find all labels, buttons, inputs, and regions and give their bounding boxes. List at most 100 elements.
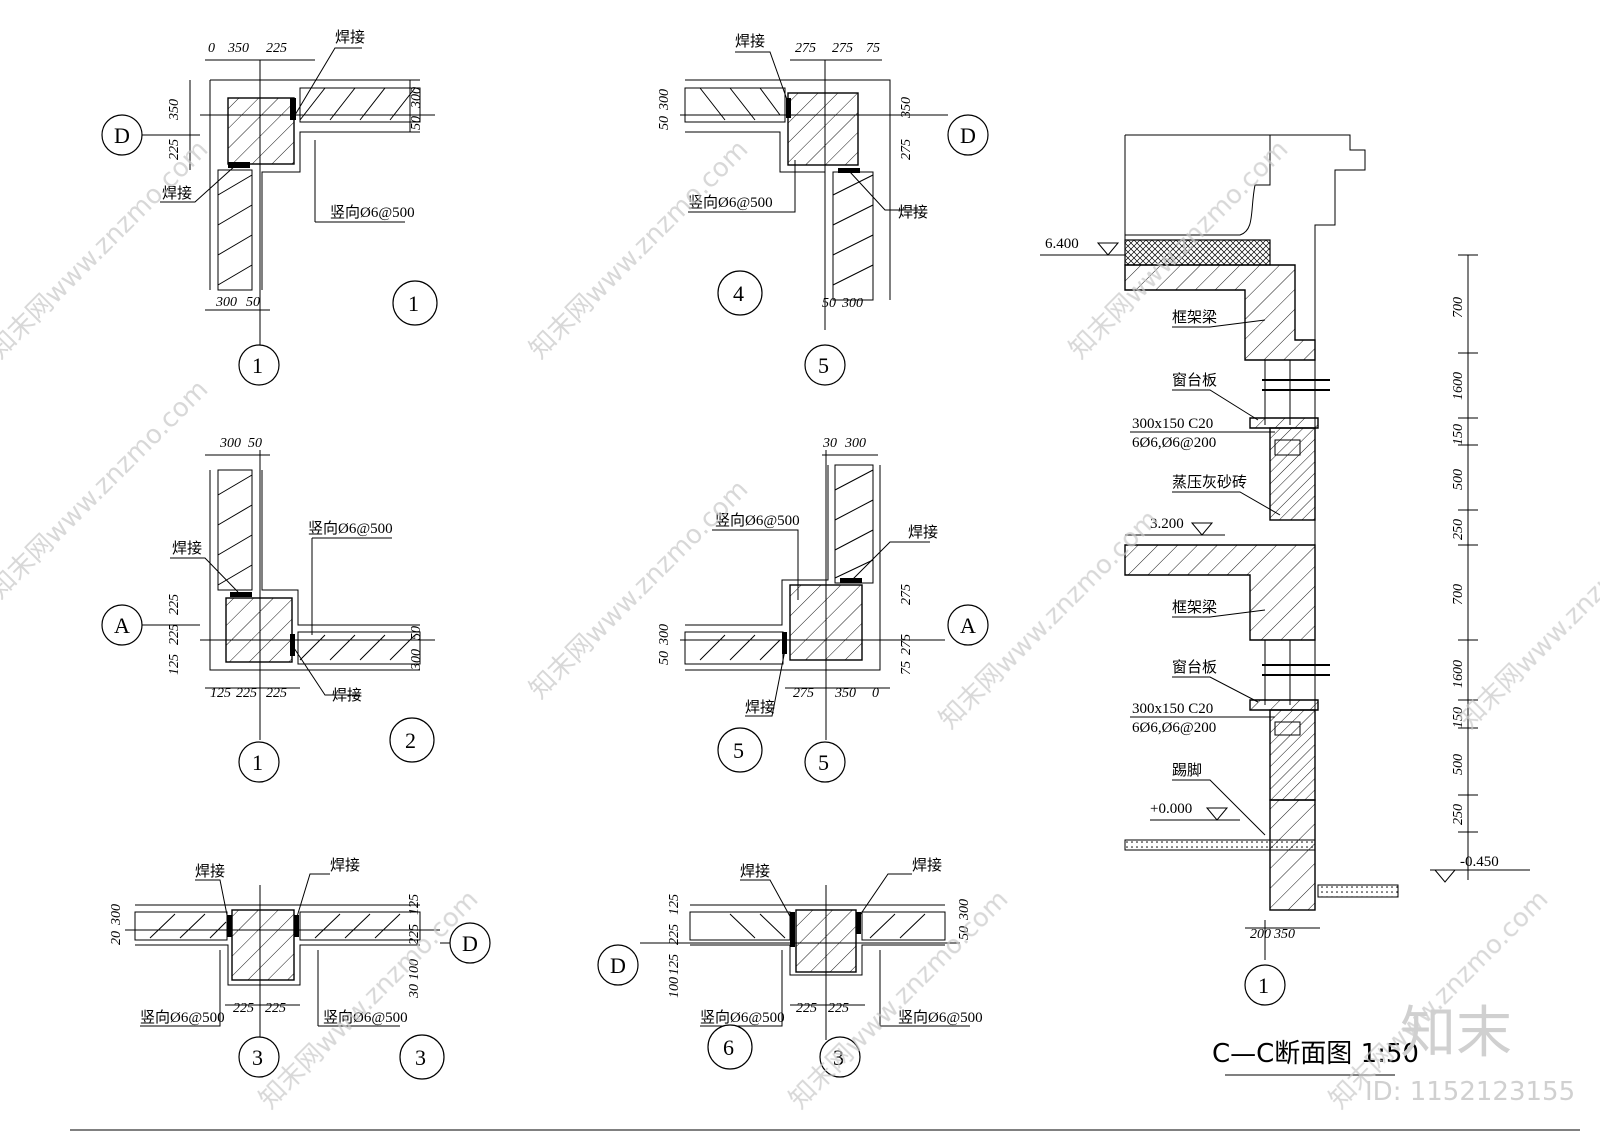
vdim-8: 150 bbox=[1451, 707, 1466, 728]
dim-bottom-1: 300 bbox=[215, 295, 237, 310]
dim-bottom-1: 125 bbox=[210, 686, 231, 701]
dim-left-1: 225 bbox=[167, 594, 182, 615]
axis-row-label: D bbox=[610, 953, 626, 978]
weld-label-left: 焊接 bbox=[162, 185, 192, 202]
axis-bubble-col bbox=[804, 344, 846, 386]
detail-index: 6 bbox=[723, 1035, 734, 1060]
label-spec-2b: 6Ø6,Ø6@200 bbox=[1132, 720, 1216, 736]
dim-bottom-2: 50 bbox=[246, 295, 260, 310]
axis-bubble-col bbox=[238, 1036, 280, 1078]
detail-index-bubble bbox=[389, 717, 435, 763]
section-cc: 6.400 3.200 +0.000 -0.450 框架梁 窗台板 300x15… bbox=[1040, 134, 1530, 1076]
weld-label-top: 焊接 bbox=[908, 524, 938, 541]
dim-top-1: 30 bbox=[822, 436, 837, 451]
axis-col-label: 3 bbox=[252, 1045, 263, 1070]
dim-left-4: 100 bbox=[667, 977, 682, 998]
dim-bottom-2: 350 bbox=[834, 686, 856, 701]
wm-4: 知末网www.znzmo.com bbox=[0, 374, 214, 605]
axis-bubble-col bbox=[238, 741, 280, 783]
dim-top-2: 350 bbox=[227, 41, 249, 56]
dim-right-1: 50 bbox=[957, 926, 972, 940]
dim-left-1: 50 bbox=[657, 651, 672, 665]
label-beam-1: 框架梁 bbox=[1172, 309, 1217, 326]
weld-label-bottom: 焊接 bbox=[898, 204, 928, 221]
dim-right-4: 30 bbox=[407, 984, 422, 999]
vdim-3: 150 bbox=[1451, 424, 1466, 445]
axis-row-label: D bbox=[960, 123, 976, 148]
floor-finish bbox=[1124, 839, 1316, 851]
dim-top-2: 300 bbox=[844, 436, 866, 451]
weld-label-left: 焊接 bbox=[740, 863, 770, 880]
vdim-5: 250 bbox=[1451, 519, 1466, 540]
dim-bottom-2: 300 bbox=[841, 296, 863, 311]
axis-row-label: D bbox=[462, 931, 478, 956]
axis-col-label: 1 bbox=[252, 750, 263, 775]
dim-left-2: 300 bbox=[109, 904, 124, 926]
dim-right-1: 50 bbox=[409, 626, 424, 640]
dim-right-2: 275 bbox=[899, 634, 914, 655]
detail-5: 30 300 50 300 275 275 75 275 350 0 焊接 焊接… bbox=[657, 436, 989, 783]
vdim-2: 1600 bbox=[1451, 372, 1466, 400]
elev-mid: 3.200 bbox=[1150, 516, 1184, 532]
weld-label-top: 焊接 bbox=[335, 29, 365, 46]
dim-bottom-2: 225 bbox=[828, 1001, 849, 1016]
label-skirting: 踢脚 bbox=[1172, 762, 1202, 779]
column-core bbox=[225, 597, 293, 663]
detail-index: 2 bbox=[405, 728, 416, 753]
dim-bottom-1: 50 bbox=[822, 296, 836, 311]
bar-label-left: 竖向Ø6@500 bbox=[140, 1009, 225, 1026]
bar-label: 竖向Ø6@500 bbox=[715, 512, 800, 529]
dim-right-1: 275 bbox=[899, 584, 914, 605]
label-spec-1a: 300x150 C20 bbox=[1132, 416, 1213, 432]
dim-left-2: 300 bbox=[657, 624, 672, 646]
dim-top-1: 0 bbox=[208, 41, 215, 56]
axis-col-label: 1 bbox=[252, 353, 263, 378]
dim-right-3: 75 bbox=[899, 661, 914, 675]
detail-index-bubble bbox=[707, 1024, 753, 1070]
wm-2: 知末网www.znzmo.com bbox=[524, 134, 755, 365]
axis-bubble-row bbox=[947, 604, 989, 646]
bar-label: 竖向Ø6@500 bbox=[308, 520, 393, 537]
detail-index-bubble bbox=[392, 280, 438, 326]
axis-bubble-col bbox=[804, 741, 846, 783]
dim-right-2: 300 bbox=[409, 87, 424, 109]
dim-right-1: 125 bbox=[407, 894, 422, 915]
detail-1: 0 350 225 350 225 50 300 300 50 焊接 焊接 竖向… bbox=[101, 29, 438, 386]
bar-label: 竖向Ø6@500 bbox=[688, 194, 773, 211]
dim-right-2: 275 bbox=[899, 139, 914, 160]
dim-bottom-2: 225 bbox=[265, 1001, 286, 1016]
vdim-6: 700 bbox=[1451, 584, 1466, 605]
elev-ground: -0.450 bbox=[1460, 854, 1499, 870]
column-core bbox=[231, 909, 295, 981]
detail-3: 20 300 125 225 100 30 225 225 焊接 焊接 竖向Ø6… bbox=[109, 857, 491, 1080]
dim-right-1: 50 bbox=[409, 116, 424, 130]
dim-left-3: 125 bbox=[667, 954, 682, 975]
dim-left-1: 20 bbox=[109, 931, 124, 945]
elev-floor: +0.000 bbox=[1150, 801, 1192, 817]
axis-row-label: D bbox=[114, 123, 130, 148]
label-spec-2a: 300x150 C20 bbox=[1132, 701, 1213, 717]
bar-label-right: 竖向Ø6@500 bbox=[898, 1009, 983, 1026]
dim-top-2: 275 bbox=[832, 41, 853, 56]
dim-left-1: 350 bbox=[167, 99, 182, 121]
bar-label-left: 竖向Ø6@500 bbox=[700, 1009, 785, 1026]
dim-bottom-3: 0 bbox=[872, 686, 879, 701]
axis-bubble-row bbox=[947, 114, 989, 156]
dim-bottom-3: 225 bbox=[266, 686, 287, 701]
section-title: C—C断面图 1:50 bbox=[1212, 1039, 1419, 1069]
detail-4: 275 275 75 50 300 350 275 50 300 焊接 焊接 竖… bbox=[657, 33, 989, 386]
sill-1 bbox=[1249, 417, 1319, 429]
dim-right-2: 300 bbox=[409, 649, 424, 671]
weld-label-right: 焊接 bbox=[330, 857, 360, 874]
dim-right-3: 100 bbox=[407, 959, 422, 980]
brand-watermark: 知末 bbox=[1400, 1001, 1512, 1066]
foundation bbox=[1269, 799, 1316, 911]
detail-index: 1 bbox=[408, 291, 419, 316]
bar-label: 竖向Ø6@500 bbox=[330, 204, 415, 221]
dim-top-1: 300 bbox=[219, 436, 241, 451]
dim-top-2: 50 bbox=[248, 436, 262, 451]
dim-left-2: 225 bbox=[667, 924, 682, 945]
dim-bottom-1: 225 bbox=[233, 1001, 254, 1016]
detail-6: 125 225 125 100 50 300 225 225 焊接 焊接 竖向Ø… bbox=[597, 857, 983, 1078]
label-spec-1b: 6Ø6,Ø6@200 bbox=[1132, 435, 1216, 451]
